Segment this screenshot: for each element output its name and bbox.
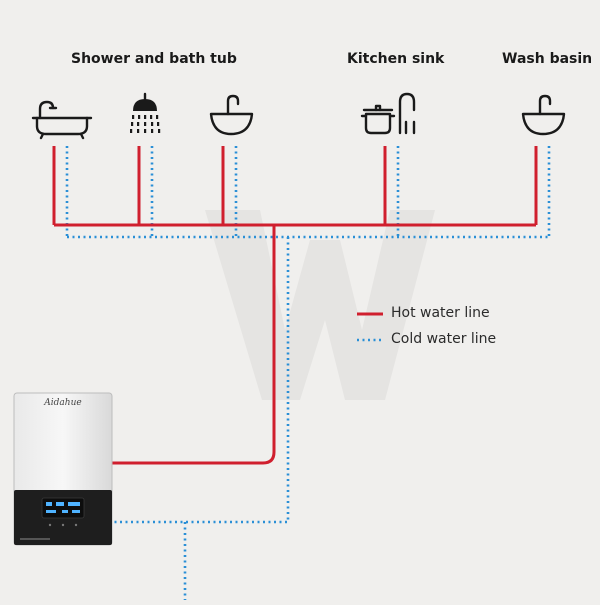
shower-icon [130, 92, 161, 133]
shower-group-label: Shower and bath tub [71, 51, 237, 67]
watermark [205, 210, 435, 400]
pot-icon [360, 104, 396, 135]
wash-basin-icon [521, 94, 566, 136]
sink-icon [209, 94, 254, 136]
wash-basin-label: Wash basin [502, 51, 593, 67]
bathtub-icon [31, 100, 93, 140]
water-heater [13, 392, 113, 546]
heater-display [41, 497, 85, 519]
hot-water-lines [52, 146, 538, 465]
kitchen-faucet-icon [398, 92, 416, 135]
legend-cold-label: Cold water line [391, 331, 497, 347]
heater-brand-logo: Aidahue [44, 398, 82, 408]
cold-main-vertical [112, 237, 290, 524]
cold-water-lines [65, 146, 551, 600]
kitchen-sink-label: Kitchen sink [347, 51, 445, 67]
legend-hot-label: Hot water line [391, 305, 490, 321]
hot-main-vertical [112, 225, 276, 465]
